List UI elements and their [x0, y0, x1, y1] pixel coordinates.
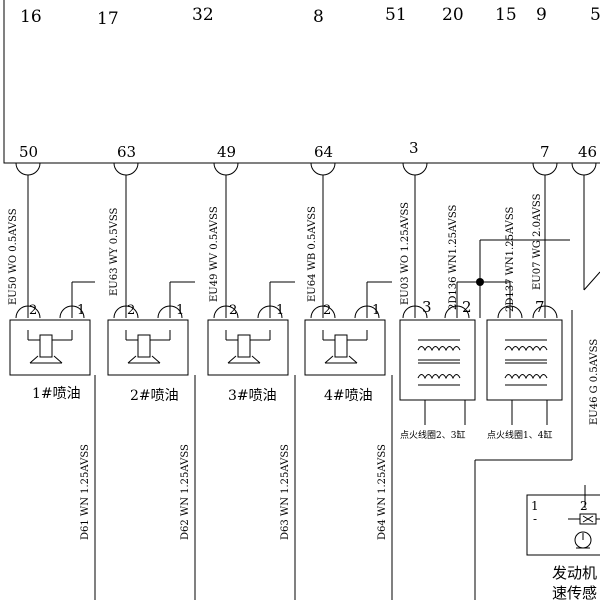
wire-label: D62 WN 1.25AVSS: [180, 444, 191, 540]
connector-49: [213, 162, 239, 176]
ecu-pin-label: 5: [590, 5, 600, 25]
connector-pin-label: 49: [217, 143, 236, 161]
injector-4-symbol: [322, 330, 368, 364]
wire-label: EU50 WO 0.5AVSS: [8, 208, 19, 305]
connector-7: [532, 162, 558, 176]
ecu-pin-label: 17: [97, 9, 119, 29]
connector-pin-label: 3: [409, 139, 419, 157]
coil-pin-label: 2: [462, 298, 472, 316]
injector-4-body: [304, 319, 386, 376]
sensor-pin-label: 1: [531, 499, 539, 513]
injector-label: 3#喷油: [228, 388, 277, 404]
ecu-box-outline: [3, 0, 600, 164]
injector-label: 2#喷油: [130, 388, 179, 404]
ecu-pin-label: 20: [442, 5, 464, 25]
connector-pin-label: 7: [540, 143, 550, 161]
ecu-pin-label: 32: [192, 5, 214, 25]
wire-label: 2D136 WN1.25AVSS: [448, 204, 459, 310]
connector-pin-label: 63: [117, 143, 136, 161]
junction-dot: [476, 278, 484, 286]
wire-label: EU63 WY 0.5VSS: [109, 208, 120, 296]
injector-pin-label: 1: [176, 303, 184, 318]
injector-2-symbol: [125, 330, 171, 364]
ecu-pin-label: 16: [20, 7, 42, 27]
injector-pin-label: 2: [229, 303, 237, 318]
coil-2-symbol: [504, 339, 548, 386]
coil-label: 点火线圈2、3缸: [400, 429, 465, 441]
injector-pin-label: 2: [323, 303, 331, 318]
connector-63: [113, 162, 139, 176]
injector-3-body: [207, 319, 289, 376]
ecu-pin-label: 8: [313, 7, 324, 27]
wire-label: D64 WN 1.25AVSS: [377, 444, 388, 540]
coil-1-symbol: [417, 339, 461, 386]
injector-pin-label: 1: [372, 303, 380, 318]
wire-label: D63 WN 1.25AVSS: [280, 444, 291, 540]
connector-3: [402, 162, 428, 176]
coil-pin-label: 3: [422, 298, 432, 316]
injector-2-body: [107, 319, 189, 376]
sensor-box: [526, 494, 600, 556]
sensor-minus-label: -: [533, 512, 537, 526]
coil-1-body: [399, 319, 476, 401]
wire-label: EU07 WG 2.0AVSS: [532, 193, 543, 290]
injector-label: 1#喷油: [32, 386, 81, 402]
ecu-pin-label: 15: [495, 5, 517, 25]
injector-pin-label: 2: [29, 303, 37, 318]
connector-pin-label: 64: [314, 143, 333, 161]
injector-label: 4#喷油: [324, 388, 373, 404]
injector-pin-label: 1: [77, 303, 85, 318]
connector-pin-label: 50: [19, 143, 38, 161]
ecu-pin-label: 51: [385, 5, 407, 25]
coil-2-body: [486, 319, 563, 401]
wire-label: EU49 WV 0.5AVSS: [209, 206, 220, 302]
injector-1-body: [9, 319, 91, 376]
ecu-pin-label: 9: [536, 5, 547, 25]
connector-46: [571, 162, 597, 176]
sensor-pin-label: 2: [580, 499, 588, 513]
injector-1-symbol: [27, 330, 73, 364]
sensor-label-line1: 发动机: [552, 564, 597, 582]
wire-label: D61 WN 1.25AVSS: [80, 444, 91, 540]
connector-pin-label: 46: [578, 143, 597, 161]
coil-pin-label: 7: [535, 298, 545, 316]
injector-3-symbol: [225, 330, 271, 364]
coil-label: 点火线圈1、4缸: [487, 429, 552, 441]
sensor-label-line2: 速传感: [552, 584, 597, 600]
wire-label: EU64 WB 0.5AVSS: [307, 206, 318, 302]
wire-label: EU46 G 0.5AVSS: [589, 339, 600, 425]
injector-pin-label: 1: [276, 303, 284, 318]
wire-label: 2D137 WN1.25AVSS: [505, 206, 516, 312]
connector-64: [310, 162, 336, 176]
connector-50: [15, 162, 41, 176]
wire-label: EU03 WO 1.25AVSS: [400, 202, 411, 305]
injector-pin-label: 2: [127, 303, 135, 318]
